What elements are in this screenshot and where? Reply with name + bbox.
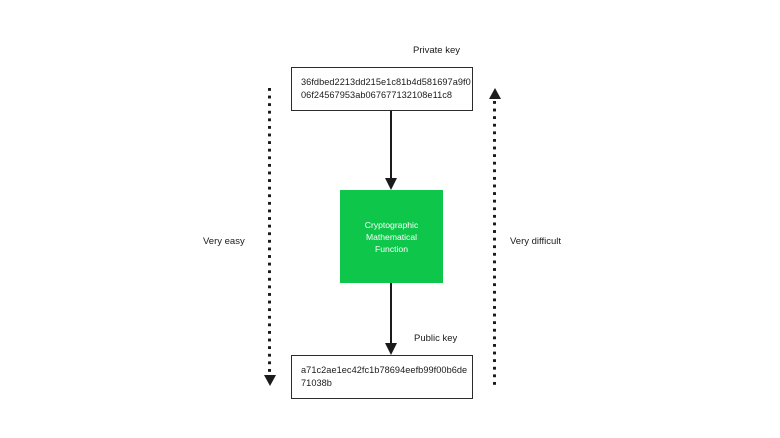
arrow-shaft: [390, 283, 392, 344]
arrow-function-to-public-key-icon: [384, 283, 398, 355]
arrow-head-down-icon: [385, 178, 397, 190]
function-line-1: Cryptographic: [364, 219, 419, 230]
very-difficult-label: Very difficult: [510, 236, 562, 247]
very-easy-label: Very easy: [203, 236, 245, 247]
private-key-line-2: 06f24567953ab067677132108e11c8: [301, 90, 453, 100]
arrow-head-down-icon: [264, 375, 276, 386]
function-line-2: Mathematical: [365, 231, 418, 242]
function-line-3: Function: [375, 243, 408, 254]
private-key-label: Private key: [413, 45, 460, 56]
arrow-head-down-icon: [385, 343, 397, 355]
very-difficult-direction-arrow-icon: [489, 88, 501, 386]
cryptographic-function-box: Cryptographic Mathematical Function: [340, 190, 443, 283]
private-key-line-1: 36fdbed2213dd215e1c81b4d581697a9f0: [301, 77, 471, 87]
very-easy-direction-arrow-icon: [264, 88, 276, 386]
arrow-private-key-to-function-icon: [384, 111, 398, 190]
public-key-line-2: 71038b: [301, 378, 332, 388]
public-key-label: Public key: [414, 333, 458, 344]
private-key-box: 36fdbed2213dd215e1c81b4d581697a9f0 06f24…: [291, 67, 473, 111]
public-key-box: a71c2ae1ec42fc1b78694eefb99f00b6de 71038…: [291, 355, 473, 399]
dotted-line: [268, 88, 271, 373]
arrow-shaft: [390, 111, 392, 179]
dotted-line: [493, 101, 496, 386]
arrow-head-up-icon: [489, 88, 501, 99]
public-key-line-1: a71c2ae1ec42fc1b78694eefb99f00b6de: [301, 365, 468, 375]
